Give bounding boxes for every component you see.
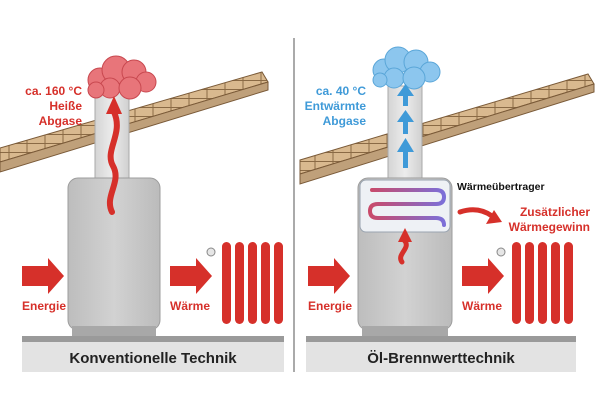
left-exhaust-line1: Heiße	[49, 99, 82, 113]
left-flue-arrow	[106, 96, 122, 215]
left-radiator	[206, 242, 283, 324]
left-exhaust-temp: ca. 160 °C	[25, 84, 82, 98]
left-boiler	[67, 177, 161, 331]
heat-exchanger	[359, 179, 451, 233]
left-exhaust-line2: Abgase	[39, 114, 83, 128]
right-radiator	[496, 242, 573, 324]
left-heat-label: Wärme	[170, 299, 210, 313]
right-flue-arrows	[397, 84, 414, 168]
gain-line1: Zusätzlicher	[520, 205, 590, 219]
left-floor	[22, 336, 284, 342]
right-boiler-base	[362, 326, 448, 336]
left-energy-label: Energie	[22, 299, 66, 313]
exchanger-label: Wärmeübertrager	[457, 181, 545, 193]
right-energy-label: Energie	[308, 299, 352, 313]
gain-arrow	[457, 207, 502, 224]
right-floor	[306, 336, 576, 342]
right-caption-box	[306, 342, 576, 372]
left-boiler-base	[72, 326, 156, 336]
right-roof	[299, 73, 595, 185]
right-exhaust-temp: ca. 40 °C	[316, 84, 366, 98]
left-roof	[0, 71, 269, 173]
right-energy-arrow	[308, 258, 350, 294]
right-caption: Öl-Brennwerttechnik	[367, 350, 515, 367]
left-exhaust-cloud	[87, 55, 157, 100]
right-heat-label: Wärme	[462, 299, 502, 313]
left-caption: Konventionelle Technik	[69, 350, 237, 367]
left-panel: ca. 160 °C Heiße Abgase Energie Wärme Ko…	[0, 55, 284, 372]
right-panel: ca. 40 °C Entwärmte Abgase Wärmeübertrag…	[299, 46, 595, 372]
left-caption-box	[22, 342, 284, 372]
right-flue-arrow	[398, 228, 412, 265]
right-exhaust-line2: Abgase	[323, 114, 367, 128]
right-exhaust-line1: Entwärmte	[305, 99, 367, 113]
left-heat-arrow	[170, 258, 212, 294]
gain-line2: Wärmegewinn	[509, 220, 590, 234]
right-heat-arrow	[462, 258, 504, 294]
left-energy-arrow	[22, 258, 64, 294]
right-exhaust-cloud	[372, 46, 441, 90]
